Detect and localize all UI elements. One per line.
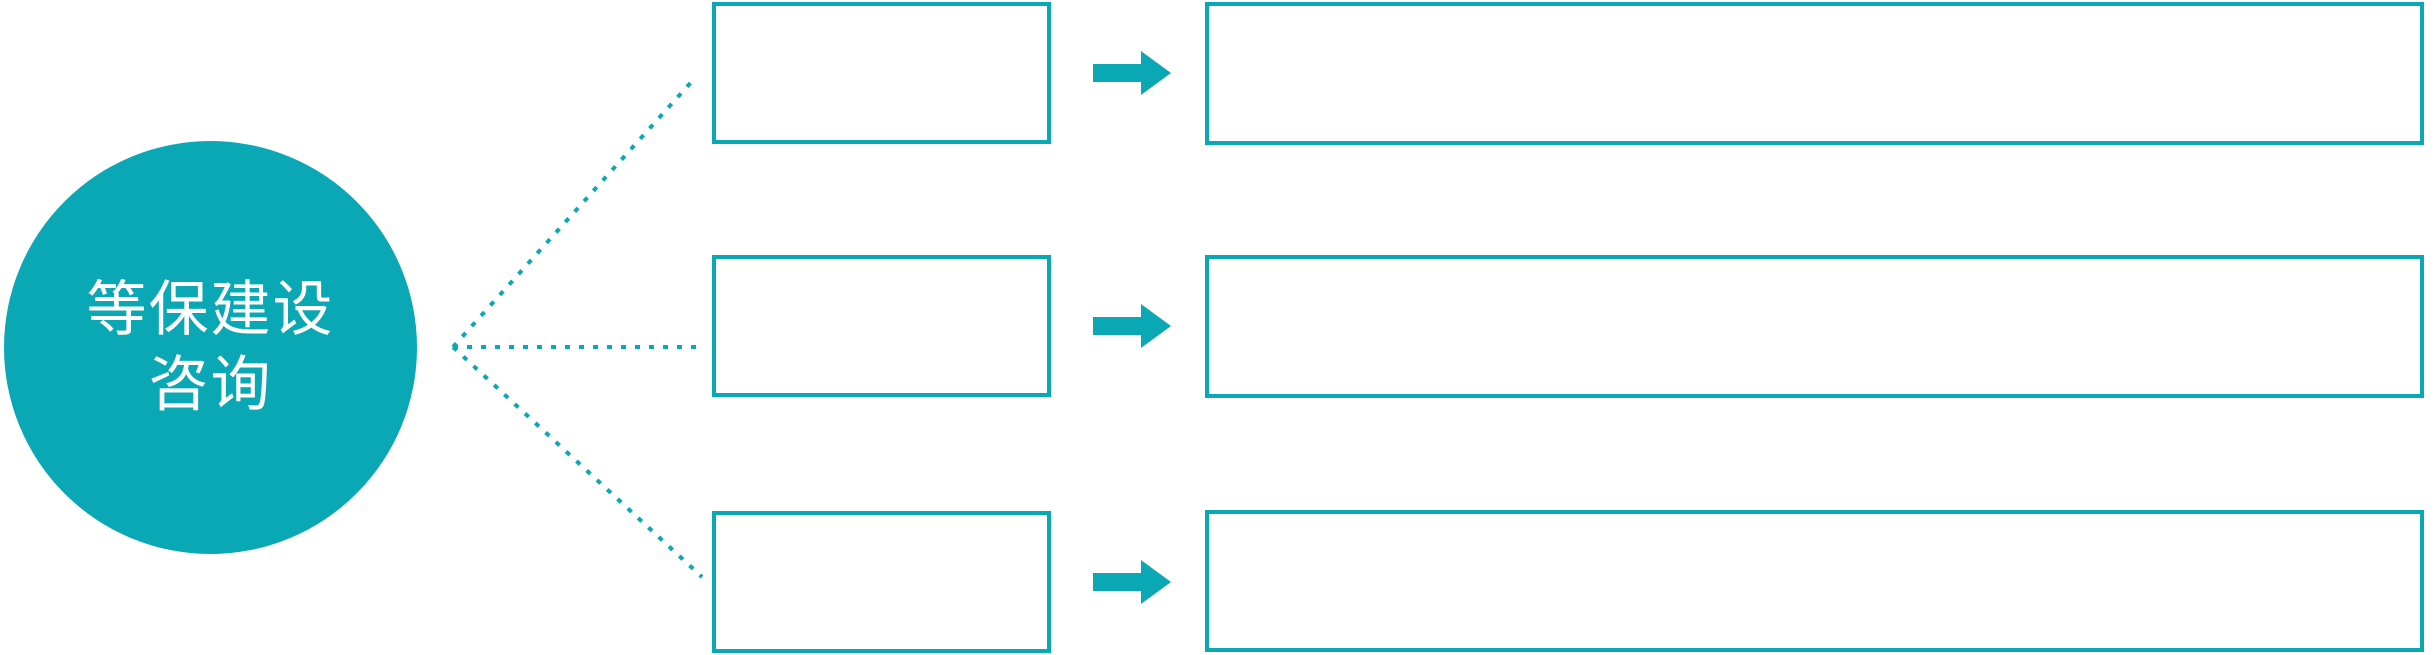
category-box-3 (712, 511, 1051, 653)
category-box-2 (712, 255, 1051, 397)
arrow-right-icon (1093, 51, 1171, 95)
detail-box-3 (1205, 510, 2424, 652)
arrow-right-icon (1093, 560, 1171, 604)
detail-box-2-text (1209, 259, 2420, 394)
topic-circle: 等保建设 咨询 (4, 141, 417, 554)
detail-box-2 (1205, 255, 2424, 398)
category-box-3-text (716, 515, 1047, 649)
arrow-right-icon (1093, 304, 1171, 348)
dotted-connector-bottom (451, 345, 704, 579)
detail-box-3-text (1209, 514, 2420, 648)
category-box-2-text (716, 259, 1047, 393)
detail-box-1 (1205, 2, 2424, 145)
dotted-connector-top (451, 77, 696, 349)
topic-circle-label-line2: 咨询 (148, 349, 273, 420)
detail-box-1-text (1209, 6, 2420, 141)
category-box-1 (712, 2, 1051, 144)
category-box-1-text (716, 6, 1047, 140)
topic-circle-label-line1: 等保建设 (86, 274, 335, 345)
